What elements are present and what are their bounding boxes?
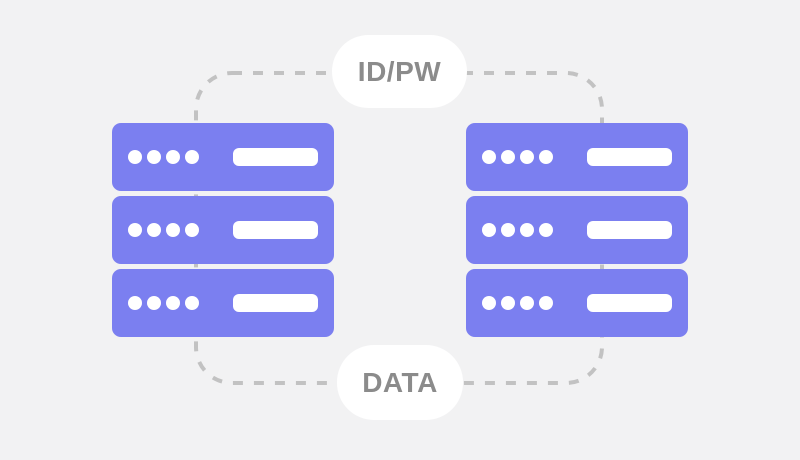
led-dot-icon bbox=[185, 296, 199, 310]
led-dot-icon bbox=[520, 223, 534, 237]
server-unit bbox=[112, 269, 334, 337]
server-led-dots bbox=[128, 296, 199, 310]
server-led-dots bbox=[128, 150, 199, 164]
server-led-dots bbox=[482, 150, 553, 164]
server-drive-bar bbox=[233, 294, 318, 312]
server-led-dots bbox=[482, 223, 553, 237]
led-dot-icon bbox=[185, 150, 199, 164]
server-unit bbox=[466, 269, 688, 337]
led-dot-icon bbox=[166, 223, 180, 237]
led-dot-icon bbox=[501, 223, 515, 237]
server-led-dots bbox=[128, 223, 199, 237]
server-led-dots bbox=[482, 296, 553, 310]
led-dot-icon bbox=[501, 150, 515, 164]
led-dot-icon bbox=[539, 150, 553, 164]
data-label: DATA bbox=[362, 366, 438, 398]
led-dot-icon bbox=[128, 150, 142, 164]
led-dot-icon bbox=[166, 296, 180, 310]
led-dot-icon bbox=[539, 223, 553, 237]
led-dot-icon bbox=[482, 296, 496, 310]
server-unit bbox=[466, 196, 688, 264]
server-stack-right bbox=[466, 123, 688, 337]
led-dot-icon bbox=[482, 223, 496, 237]
led-dot-icon bbox=[147, 150, 161, 164]
server-drive-bar bbox=[233, 148, 318, 166]
server-stack-left bbox=[112, 123, 334, 337]
server-unit bbox=[112, 123, 334, 191]
server-drive-bar bbox=[587, 294, 672, 312]
data-label-pill: DATA bbox=[337, 345, 463, 420]
led-dot-icon bbox=[147, 296, 161, 310]
led-dot-icon bbox=[520, 150, 534, 164]
led-dot-icon bbox=[128, 296, 142, 310]
server-drive-bar bbox=[587, 148, 672, 166]
idpw-label-pill: ID/PW bbox=[332, 35, 467, 108]
server-drive-bar bbox=[233, 221, 318, 239]
led-dot-icon bbox=[128, 223, 142, 237]
idpw-label: ID/PW bbox=[357, 55, 442, 87]
server-drive-bar bbox=[587, 221, 672, 239]
led-dot-icon bbox=[539, 296, 553, 310]
led-dot-icon bbox=[501, 296, 515, 310]
server-unit bbox=[466, 123, 688, 191]
led-dot-icon bbox=[185, 223, 199, 237]
led-dot-icon bbox=[520, 296, 534, 310]
led-dot-icon bbox=[147, 223, 161, 237]
server-unit bbox=[112, 196, 334, 264]
led-dot-icon bbox=[166, 150, 180, 164]
led-dot-icon bbox=[482, 150, 496, 164]
